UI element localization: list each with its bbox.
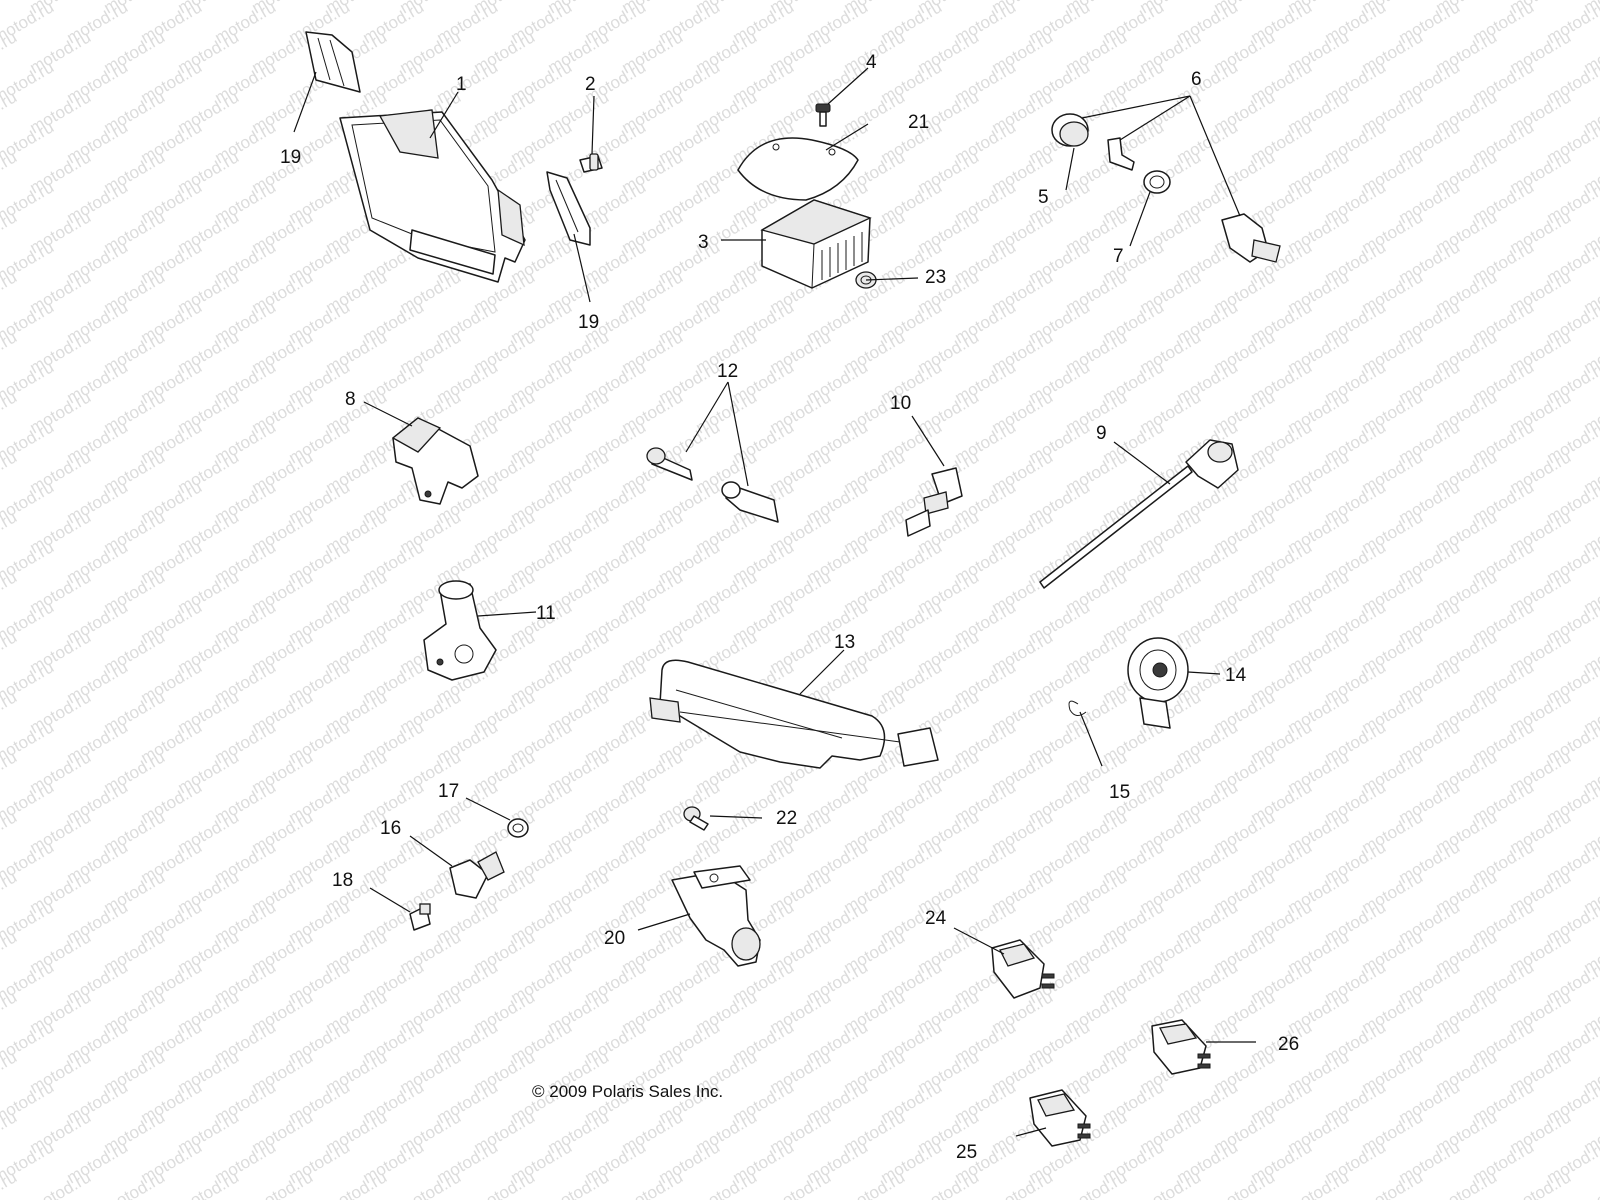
callout-12: 12 <box>717 361 738 382</box>
watermark-text: motod.ru <box>249 1167 317 1200</box>
watermark-text: motod.ru <box>323 1167 391 1200</box>
callout-15: 15 <box>1109 782 1130 803</box>
callout-16: 16 <box>380 818 401 839</box>
callout-5: 5 <box>1038 187 1049 208</box>
watermark-text: motod.ru <box>693 1167 761 1200</box>
watermark-text: motod.ru <box>1285 1167 1353 1200</box>
part-22-screw <box>683 806 709 831</box>
watermark-text: motod.ru <box>1433 1167 1501 1200</box>
watermark-text: motod.ru <box>1359 1167 1427 1200</box>
watermark-text: motod.ru <box>915 1167 983 1200</box>
callout-9: 9 <box>1096 423 1107 444</box>
part-17-washer <box>507 818 529 838</box>
callout-25: 25 <box>956 1142 977 1163</box>
callout-23: 23 <box>925 267 946 288</box>
callout-6: 6 <box>1191 69 1202 90</box>
watermark-text: motod.ru <box>545 1167 613 1200</box>
watermark-text: motod.ru <box>1211 1167 1279 1200</box>
callout-1: 1 <box>456 74 467 95</box>
part-19-bracket-lower <box>546 171 591 246</box>
watermark-text: motod.ru <box>1063 1167 1131 1200</box>
callout-10: 10 <box>890 393 911 414</box>
watermark-text: motod.ru <box>471 1167 539 1200</box>
watermark-text: motod.ru <box>397 1167 465 1200</box>
callout-11: 11 <box>536 603 556 624</box>
watermark-text: motod.ru <box>767 1167 835 1200</box>
part-7-o-ring <box>1143 170 1171 194</box>
part-4-screw <box>815 103 831 127</box>
part-2-bolt <box>579 153 603 173</box>
part-3-relay-box <box>760 199 872 289</box>
callout-8: 8 <box>345 389 356 410</box>
watermark-text: motod.ru <box>101 1167 169 1200</box>
callout-4: 4 <box>866 52 877 73</box>
part-5-sensor-cap <box>1051 113 1089 147</box>
callout-14: 14 <box>1225 665 1247 686</box>
watermark-text: motod.ru <box>175 1167 243 1200</box>
part-26-rocker-switch <box>1151 1019 1211 1075</box>
callout-21: 21 <box>908 112 929 133</box>
watermark-text: motod.ru <box>27 1167 95 1200</box>
callout-19-upper: 19 <box>280 147 301 168</box>
callout-24: 24 <box>925 908 947 929</box>
watermark-text: motod.ru <box>1507 1167 1575 1200</box>
watermark-text: motod.ru <box>619 1167 687 1200</box>
watermark-text: motod.ru <box>989 1167 1057 1200</box>
callout-18: 18 <box>332 870 353 891</box>
watermark-text: motod.ru <box>841 1167 909 1200</box>
callout-3: 3 <box>698 232 709 253</box>
callout-17: 17 <box>438 781 459 802</box>
callout-26: 26 <box>1278 1034 1299 1055</box>
watermark-text: motod.ru <box>1581 1167 1600 1200</box>
callout-2: 2 <box>585 74 596 95</box>
callout-20: 20 <box>604 928 625 949</box>
callout-7: 7 <box>1113 246 1124 267</box>
watermark-text: motod.ru <box>1137 1167 1205 1200</box>
callout-19-lower: 19 <box>578 312 599 333</box>
copyright-text: © 2009 Polaris Sales Inc. <box>532 1082 723 1101</box>
callout-22: 22 <box>776 808 797 829</box>
callout-13: 13 <box>834 632 855 653</box>
